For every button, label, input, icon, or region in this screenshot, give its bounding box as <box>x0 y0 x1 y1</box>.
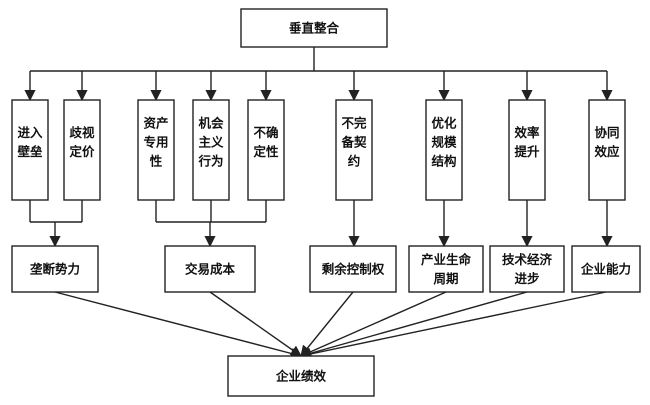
factor-label-line: 性 <box>149 154 163 169</box>
outcome-label: 剩余控制权 <box>322 262 385 277</box>
outcome-label-line: 周期 <box>433 271 458 286</box>
factor-label: 不确定性 <box>252 125 279 159</box>
factor-box <box>11 99 49 201</box>
factor-label-line: 不完 <box>341 116 367 131</box>
factor-label-line: 行为 <box>197 154 223 169</box>
factor-label: 进入壁垒 <box>17 125 43 159</box>
diagram-nodes: 垂直整合进入壁垒歧视定价垄断势力资产专用性机会主义行为不确定性交易成本不完备契约… <box>11 8 641 397</box>
factor-label-line: 提升 <box>514 144 540 159</box>
outcome-label-line: 垄断势力 <box>30 262 80 277</box>
outcome-label-line: 进步 <box>514 271 539 286</box>
factor-label-line: 定价 <box>68 144 95 159</box>
outcome-box <box>11 245 99 293</box>
outcome-to-result-arrow <box>299 291 528 359</box>
root-box <box>240 8 388 48</box>
factor-label-line: 主义 <box>198 135 224 150</box>
factor-label-line: 歧视 <box>69 125 95 140</box>
factor-label-line: 机会 <box>198 116 224 131</box>
factor-label-line: 定性 <box>252 144 279 159</box>
factor-label: 协同效应 <box>594 125 620 159</box>
result-box <box>227 355 375 397</box>
factor-label-line: 协同 <box>594 125 619 140</box>
factor-label-line: 壁垒 <box>17 144 43 159</box>
factor-label: 资产专用性 <box>143 116 168 169</box>
factor-label: 歧视定价 <box>68 125 95 159</box>
factor-label-line: 备契 <box>340 135 367 150</box>
factor-label-line: 约 <box>348 154 361 169</box>
factor-label-line: 资产 <box>143 116 168 131</box>
outcome-to-result-arrow <box>300 291 354 357</box>
outcome-to-result-arrow <box>299 291 447 358</box>
factor-label: 优化规模结构 <box>431 116 457 169</box>
outcome-to-result-arrow <box>299 291 607 360</box>
outcome-box <box>571 245 641 293</box>
outcome-label-line: 交易成本 <box>185 262 236 277</box>
outcome-label: 技术经济进步 <box>502 252 553 286</box>
factor-label-line: 效率 <box>514 125 540 140</box>
outcome-label-line: 技术经济 <box>502 252 553 267</box>
factor-label-line: 专用 <box>143 135 168 150</box>
root-label: 垂直整合 <box>289 21 340 36</box>
outcome-box <box>408 245 484 293</box>
outcome-to-result-arrow <box>54 291 303 359</box>
outcome-label: 企业能力 <box>580 262 631 277</box>
factor-label: 效率提升 <box>514 125 540 159</box>
factor-label: 不完备契约 <box>340 116 367 169</box>
factor-label-line: 进入 <box>17 125 43 140</box>
factor-box <box>588 99 626 201</box>
factor-box <box>508 99 546 201</box>
outcome-box <box>309 245 397 293</box>
outcome-label-line: 企业能力 <box>580 262 631 277</box>
outcome-label-line: 剩余控制权 <box>322 262 385 277</box>
outcome-label: 垄断势力 <box>30 262 80 277</box>
factor-label-line: 优化 <box>431 116 457 131</box>
factor-box <box>335 99 373 201</box>
outcome-to-result-arrow <box>209 291 302 357</box>
result-label: 企业绩效 <box>275 369 327 384</box>
factor-box <box>137 99 175 201</box>
outcome-label: 交易成本 <box>185 262 236 277</box>
outcome-box <box>164 245 256 293</box>
factor-box <box>425 99 463 201</box>
factor-label-line: 结构 <box>431 154 456 169</box>
outcome-label-line: 产业生命 <box>421 252 472 267</box>
factor-box <box>192 99 230 201</box>
factor-label-line: 规模 <box>431 135 457 150</box>
outcome-box <box>489 245 565 293</box>
factor-label: 机会主义行为 <box>197 116 224 169</box>
factor-box <box>63 99 101 201</box>
connector-lines <box>24 47 613 360</box>
factor-box <box>247 99 285 201</box>
factor-label-line: 效应 <box>594 144 620 159</box>
outcome-label: 产业生命周期 <box>421 252 472 286</box>
factor-label-line: 不确 <box>253 125 278 140</box>
